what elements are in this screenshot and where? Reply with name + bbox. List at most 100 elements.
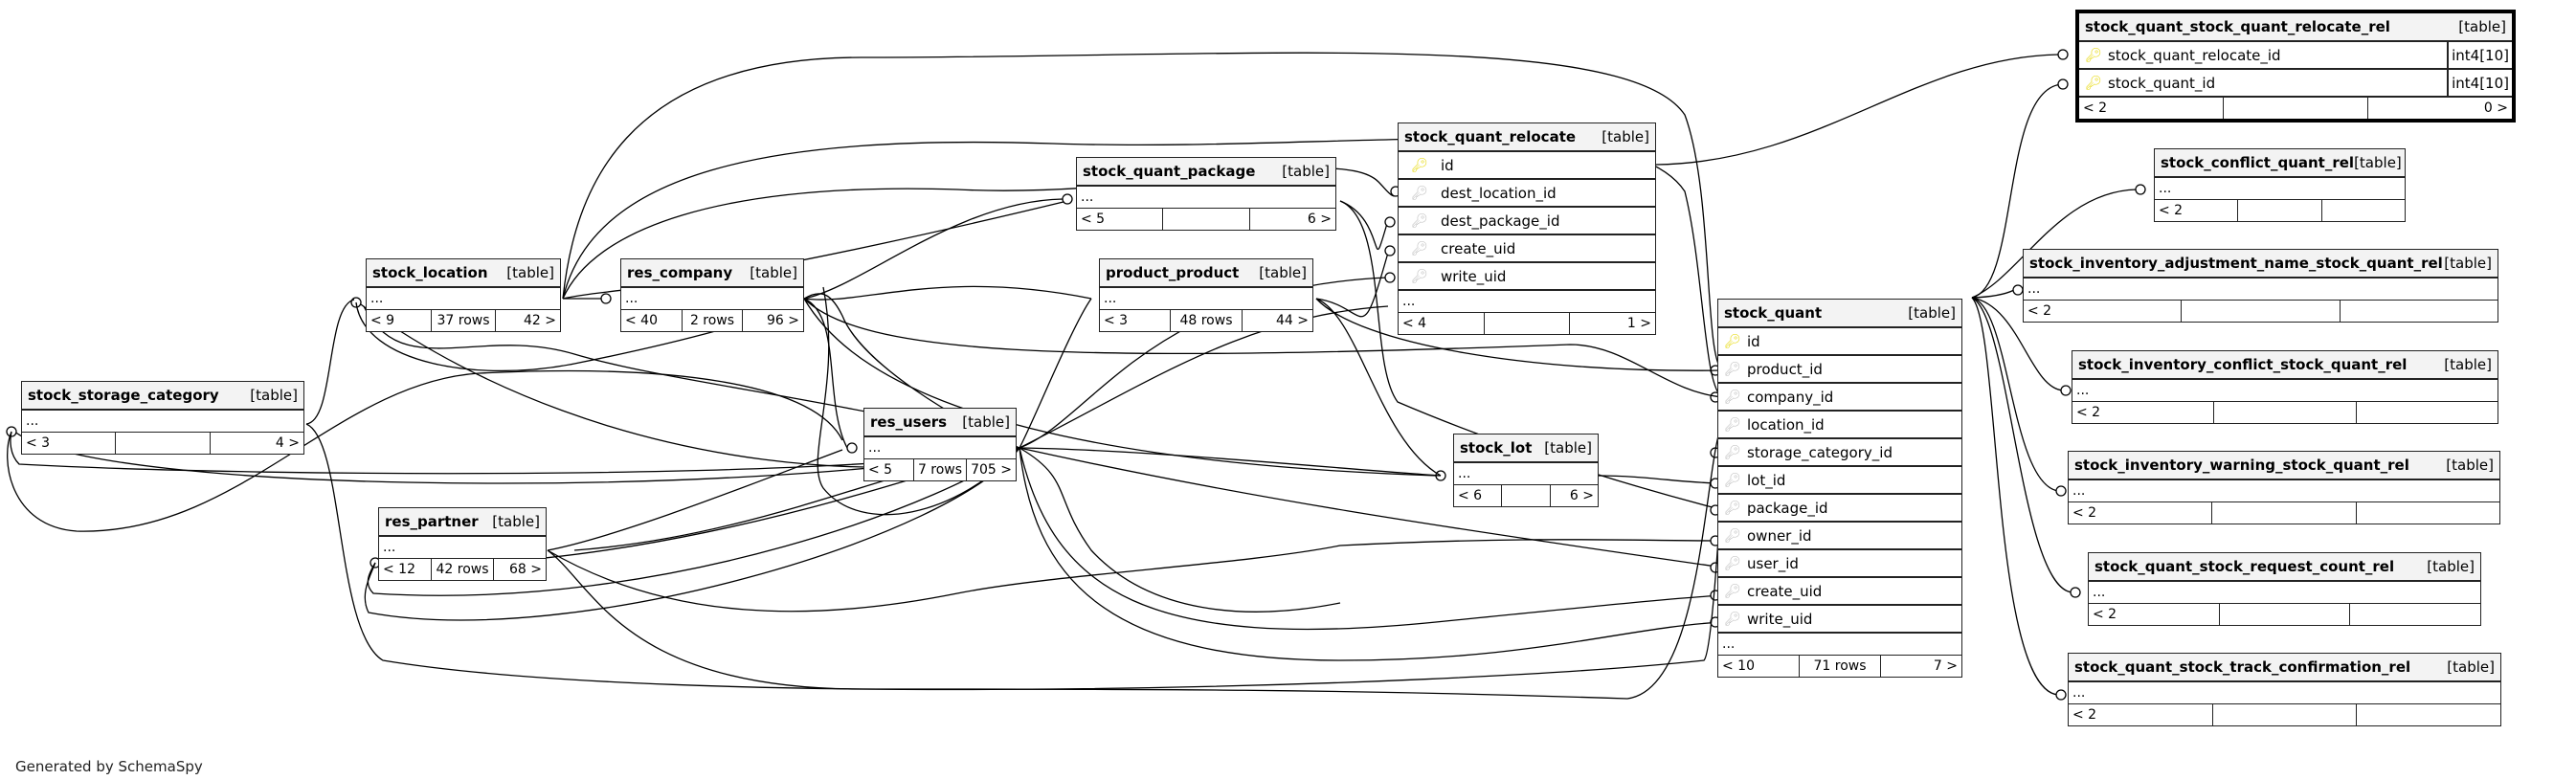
more-columns[interactable]: ... [2069, 480, 2499, 502]
primary-key-icon: 🔑︎ [2085, 47, 2102, 63]
column-row[interactable]: 🔑︎user_id [1718, 550, 1961, 578]
parents-link[interactable]: < 5 [1081, 212, 1106, 227]
column-row[interactable]: 🔑︎location_id [1718, 412, 1961, 439]
table-stock-quant-stock-quant-relocate-rel[interactable]: stock_quant_stock_quant_relocate_rel [ta… [2075, 10, 2516, 123]
table-stock-inventory-adjustment-name-stock-quant-rel[interactable]: stock_inventory_adjustment_name_stock_qu… [2023, 249, 2498, 323]
column-row[interactable]: 🔑︎lot_id [1718, 467, 1961, 495]
more-columns[interactable]: ... [1399, 291, 1655, 313]
parents-link[interactable]: < 2 [2027, 303, 2052, 319]
more-columns[interactable]: ... [2155, 178, 2405, 200]
column-row[interactable]: 🔑︎dest_package_id [1399, 208, 1655, 235]
more-columns[interactable]: ... [2069, 682, 2500, 704]
table-header: res_users[table] [864, 409, 1016, 437]
children-link[interactable]: 44 > [1275, 313, 1309, 328]
table-type: [table] [1259, 264, 1307, 281]
more-columns[interactable]: ... [379, 537, 546, 559]
children-link[interactable] [2357, 502, 2499, 524]
column-row[interactable]: 🔑︎id [1718, 328, 1961, 356]
children-link[interactable] [2341, 301, 2498, 322]
more-columns[interactable]: ... [1718, 634, 1961, 656]
children-link[interactable]: 0 > [2483, 100, 2508, 116]
more-columns[interactable]: ... [621, 288, 803, 310]
column-row[interactable]: 🔑︎write_uid [1399, 263, 1655, 291]
children-link[interactable] [2350, 604, 2480, 625]
more-columns[interactable]: ... [367, 288, 560, 310]
zero-many-marker [2060, 385, 2072, 396]
more-columns[interactable]: ... [1077, 187, 1335, 209]
table-type: [table] [1282, 163, 1330, 180]
children-link[interactable]: 96 > [767, 313, 800, 328]
table-header: stock_location[table] [367, 259, 560, 288]
parents-link[interactable]: < 5 [868, 462, 893, 478]
zero-many-marker [2057, 78, 2069, 90]
parents-link[interactable]: < 2 [2083, 100, 2108, 116]
column-row[interactable]: 🔑︎write_uid [1718, 606, 1961, 634]
column-row[interactable]: 🔑︎ stock_quant_relocate_id int4[10] [2079, 42, 2512, 70]
table-stock-quant-stock-request-count-rel[interactable]: stock_quant_stock_request_count_rel[tabl… [2088, 552, 2481, 626]
children-link[interactable]: 705 > [971, 462, 1012, 478]
parents-link[interactable]: < 6 [1458, 488, 1483, 503]
column-row[interactable]: 🔑︎dest_location_id [1399, 180, 1655, 208]
column-row[interactable]: 🔑︎create_uid [1399, 235, 1655, 263]
more-columns[interactable]: ... [2024, 279, 2498, 301]
children-link[interactable]: 42 > [524, 313, 557, 328]
column-name: id [1747, 332, 1760, 350]
more-columns[interactable]: ... [1454, 463, 1598, 485]
column-row[interactable]: 🔑︎ stock_quant_id int4[10] [2079, 70, 2512, 98]
parents-link[interactable]: < 4 [1402, 316, 1427, 331]
parents-link[interactable]: < 2 [2072, 505, 2097, 521]
parents-link[interactable]: < 2 [2159, 203, 2184, 218]
more-columns[interactable]: ... [2089, 582, 2480, 604]
column-row[interactable]: 🔑︎product_id [1718, 356, 1961, 384]
table-stock-quant[interactable]: stock_quant[table] 🔑︎id 🔑︎product_id 🔑︎c… [1717, 299, 1962, 678]
children-link[interactable]: 68 > [509, 562, 542, 577]
parents-link[interactable]: < 9 [370, 313, 395, 328]
relationship-edge [1019, 305, 1389, 449]
children-link[interactable]: 7 > [1933, 658, 1958, 674]
parents-link[interactable]: < 2 [2072, 707, 2097, 723]
relationship-edge [1019, 447, 1724, 568]
relationship-edge [305, 299, 355, 425]
column-row[interactable]: 🔑︎company_id [1718, 384, 1961, 412]
parents-link[interactable]: < 3 [1104, 313, 1129, 328]
children-link[interactable] [2357, 402, 2498, 423]
table-stock-quant-stock-track-confirmation-rel[interactable]: stock_quant_stock_track_confirmation_rel… [2068, 653, 2501, 726]
children-link[interactable] [2357, 704, 2500, 725]
children-link[interactable]: 6 > [1569, 488, 1594, 503]
more-columns[interactable]: ... [22, 411, 303, 433]
parents-link[interactable]: < 40 [625, 313, 658, 328]
parents-link[interactable]: < 12 [383, 562, 415, 577]
column-row[interactable]: 🔑︎storage_category_id [1718, 439, 1961, 467]
children-link[interactable]: 1 > [1626, 316, 1652, 331]
more-columns[interactable]: ... [864, 437, 1016, 459]
table-stock-quant-relocate[interactable]: stock_quant_relocate [table] 🔑︎id 🔑︎dest… [1398, 123, 1656, 335]
parents-link[interactable]: < 10 [1722, 658, 1755, 674]
parents-link[interactable]: < 2 [2076, 405, 2101, 420]
table-stock-conflict-quant-rel[interactable]: stock_conflict_quant_rel[table] ... < 2 [2154, 148, 2406, 222]
children-link[interactable]: 4 > [275, 435, 300, 451]
more-columns[interactable]: ... [1100, 288, 1312, 310]
table-type: [table] [2446, 457, 2494, 474]
row-count: 48 rows [1170, 310, 1243, 331]
table-type: [table] [962, 413, 1010, 431]
children-link[interactable]: 6 > [1307, 212, 1332, 227]
table-stock-inventory-conflict-stock-quant-rel[interactable]: stock_inventory_conflict_stock_quant_rel… [2072, 350, 2498, 424]
column-row[interactable]: 🔑︎create_uid [1718, 578, 1961, 606]
column-row[interactable]: 🔑︎owner_id [1718, 523, 1961, 550]
more-columns[interactable]: ... [2072, 380, 2498, 402]
table-stock-inventory-warning-stock-quant-rel[interactable]: stock_inventory_warning_stock_quant_rel[… [2068, 451, 2500, 524]
column-row[interactable]: 🔑︎package_id [1718, 495, 1961, 523]
children-link[interactable] [2322, 200, 2405, 221]
parents-link[interactable]: < 3 [26, 435, 51, 451]
parents-link[interactable]: < 2 [2093, 607, 2117, 622]
column-row[interactable]: 🔑︎id [1399, 152, 1655, 180]
relationship-edge [1019, 447, 1442, 477]
